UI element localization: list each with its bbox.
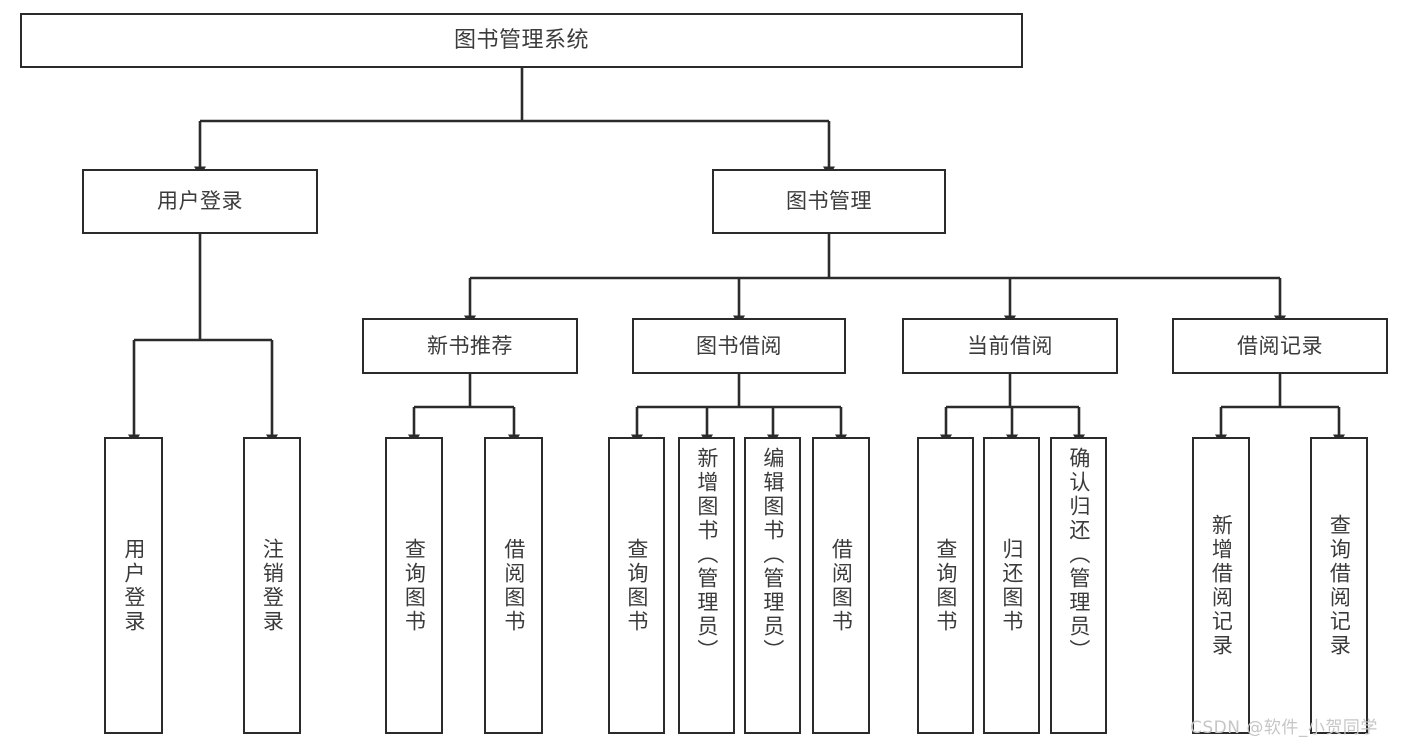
node-leaf-borrow-book-rec[interactable]: 借阅图书 [484,437,543,734]
node-label-leaf-add-borrow-record: 新增借阅记录 [1209,513,1234,658]
node-label-leaf-add-book: 新增图书（管理员） [694,447,719,663]
node-leaf-query-book-borrow[interactable]: 查询图书 [608,437,665,734]
node-label-book-borrow: 图书借阅 [696,333,782,358]
node-label-leaf-query-book-current: 查询图书 [933,537,958,634]
node-label-current-borrow: 当前借阅 [967,333,1053,358]
node-label-leaf-borrow-book-rec: 借阅图书 [501,537,526,634]
node-leaf-add-borrow-record[interactable]: 新增借阅记录 [1192,437,1250,734]
node-label-leaf-logout: 注销登录 [260,537,285,634]
node-label-leaf-query-book-rec: 查询图书 [402,537,427,634]
watermark-text: CSDN @软件_小贺同学 [1190,718,1378,738]
node-leaf-query-book-current[interactable]: 查询图书 [917,437,974,734]
node-leaf-logout[interactable]: 注销登录 [243,437,301,734]
node-label-leaf-borrow-book: 借阅图书 [829,537,854,634]
node-user-login[interactable]: 用户登录 [82,169,318,234]
node-label-new-book-recommend: 新书推荐 [427,333,513,358]
node-label-leaf-query-borrow-record: 查询借阅记录 [1327,513,1352,658]
node-label-leaf-confirm-return: 确认归还（管理员） [1066,447,1091,663]
node-label-leaf-query-book-borrow: 查询图书 [624,537,649,634]
node-label-root: 图书管理系统 [453,27,589,53]
node-book-borrow[interactable]: 图书借阅 [632,318,846,374]
node-label-user-login: 用户登录 [157,189,243,214]
node-leaf-add-book[interactable]: 新增图书（管理员） [678,437,735,734]
node-leaf-confirm-return[interactable]: 确认归还（管理员） [1050,437,1107,734]
node-leaf-query-borrow-record[interactable]: 查询借阅记录 [1310,437,1368,734]
node-label-book-manage: 图书管理 [786,189,872,214]
node-leaf-user-login[interactable]: 用户登录 [104,437,163,734]
node-book-manage[interactable]: 图书管理 [712,169,946,234]
node-label-borrow-record: 借阅记录 [1237,333,1323,358]
node-label-leaf-user-login: 用户登录 [121,537,146,634]
node-root[interactable]: 图书管理系统 [20,13,1023,68]
node-label-leaf-return-book: 归还图书 [999,537,1024,634]
node-leaf-borrow-book[interactable]: 借阅图书 [812,437,870,734]
node-leaf-return-book[interactable]: 归还图书 [983,437,1040,734]
node-leaf-edit-book[interactable]: 编辑图书（管理员） [744,437,801,734]
node-current-borrow[interactable]: 当前借阅 [902,318,1118,374]
node-leaf-query-book-rec[interactable]: 查询图书 [385,437,443,734]
node-borrow-record[interactable]: 借阅记录 [1172,318,1388,374]
node-label-leaf-edit-book: 编辑图书（管理员） [760,447,785,663]
node-new-book-recommend[interactable]: 新书推荐 [362,318,578,374]
